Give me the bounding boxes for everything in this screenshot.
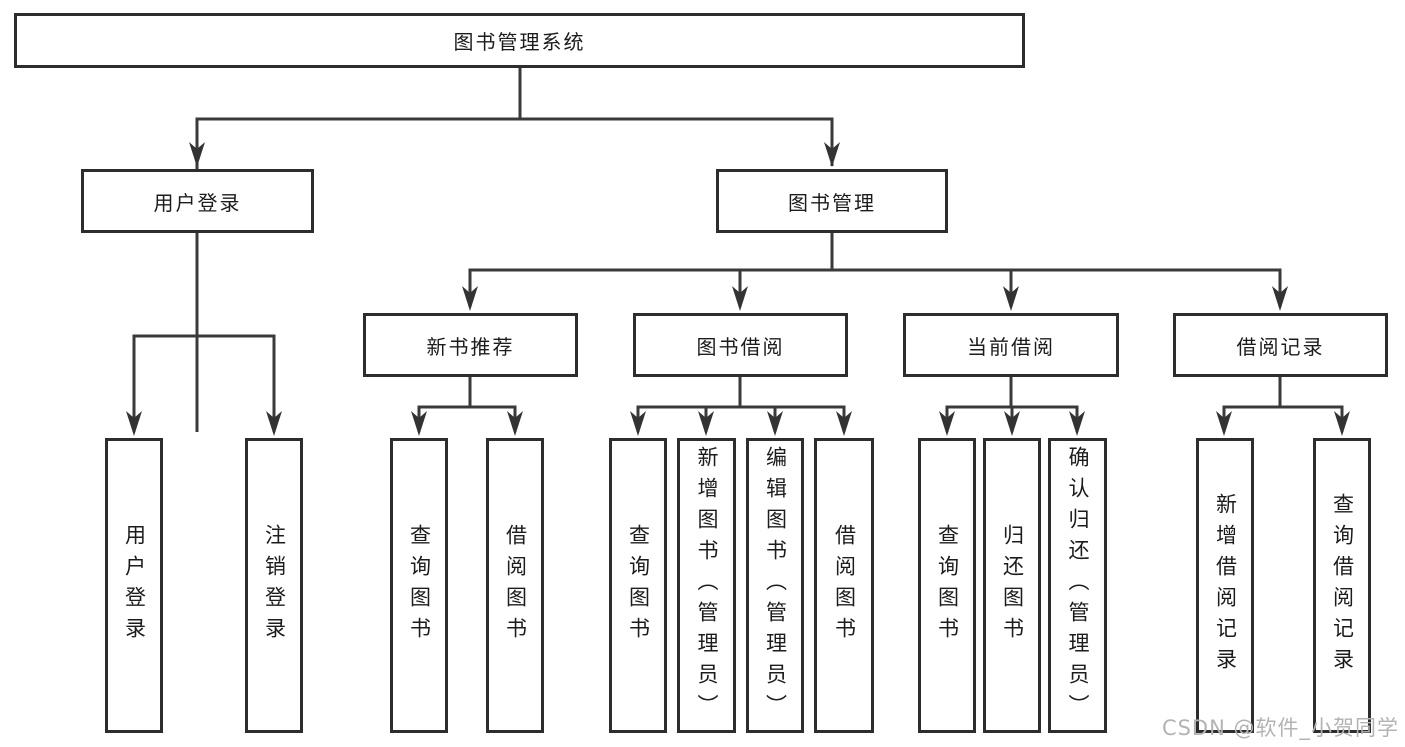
node-borrow-records-label: 借阅记录 [1236,334,1325,359]
node-root-label: 图书管理系统 [453,30,586,54]
connector-book-mgmt [468,233,1282,307]
node-leaf-cb-query-book: 查询图书 [918,438,976,733]
arrow-icon [411,411,427,436]
node-leaf-logout-label: 注销登录 [262,523,287,648]
node-leaf-user-login-label: 用户登录 [122,523,147,648]
node-book-mgmt-label: 图书管理 [788,190,876,215]
node-borrow-records: 借阅记录 [1173,313,1388,377]
arrow-icon [507,411,523,436]
node-leaf-bb-borrow-book: 借阅图书 [814,438,874,733]
arrow-icon [939,411,955,436]
node-leaf-bb-add-book: 新增图书（管理员） [677,438,736,733]
node-leaf-nb-borrow-book: 借阅图书 [486,438,544,733]
node-new-book-rec-label: 新书推荐 [426,334,515,359]
arrow-icon [189,142,205,167]
arrow-icon [1003,286,1019,311]
node-root: 图书管理系统 [14,13,1025,68]
node-leaf-nb-query-book-label: 查询图书 [407,523,432,648]
arrowheads [126,142,1350,436]
node-user-login: 用户登录 [81,169,314,233]
node-leaf-cb-confirm-return: 确认归还（管理员） [1048,438,1107,733]
node-user-login-label: 用户登录 [153,190,242,215]
node-leaf-nb-query-book: 查询图书 [390,438,448,733]
arrow-icon [1272,286,1288,311]
node-leaf-cb-query-book-label: 查询图书 [935,523,960,648]
arrow-icon [462,286,478,311]
node-leaf-cb-confirm-return-label: 确认归还（管理员） [1066,446,1090,725]
node-leaf-nb-borrow-book-label: 借阅图书 [503,523,528,648]
node-leaf-cb-return-book-label: 归还图书 [1000,523,1025,648]
node-leaf-br-add-record-label: 新增借阅记录 [1213,492,1238,679]
node-leaf-bb-edit-book: 编辑图书（管理员） [746,438,804,733]
arrow-icon [266,411,282,436]
node-leaf-br-query-record-label: 查询借阅记录 [1330,492,1355,679]
node-leaf-logout: 注销登录 [245,438,303,733]
arrow-icon [126,411,142,436]
arrow-icon [767,411,783,436]
node-current-borrow: 当前借阅 [903,313,1119,377]
node-book-borrow-label: 图书借阅 [696,334,785,359]
arrow-icon [732,286,748,311]
node-leaf-br-add-record: 新增借阅记录 [1196,438,1254,733]
arrow-icon [1334,411,1350,436]
arrow-icon [630,411,646,436]
node-leaf-bb-query-book-label: 查询图书 [626,523,651,648]
node-leaf-bb-query-book: 查询图书 [609,438,667,733]
node-leaf-bb-borrow-book-label: 借阅图书 [832,523,857,648]
arrow-icon [1069,411,1085,436]
node-new-book-rec: 新书推荐 [363,313,578,377]
node-current-borrow-label: 当前借阅 [967,334,1055,359]
connector-book-borrow [636,377,846,432]
arrow-icon [824,142,840,167]
connector-user-login [132,233,276,432]
connector-paths [132,68,1344,432]
node-leaf-user-login: 用户登录 [105,438,163,733]
arrow-icon [836,411,852,436]
arrow-icon [1004,411,1020,436]
connector-borrow-records [1222,377,1344,432]
node-leaf-br-query-record: 查询借阅记录 [1313,438,1371,733]
node-leaf-cb-return-book: 归还图书 [983,438,1041,733]
connector-root [195,68,834,432]
node-book-mgmt: 图书管理 [716,169,948,233]
arrow-icon [698,411,714,436]
watermark: CSDN @软件_小贺同学 [1161,716,1399,740]
node-leaf-bb-add-book-label: 新增图书（管理员） [695,446,719,725]
node-leaf-bb-edit-book-label: 编辑图书（管理员） [763,446,788,725]
node-book-borrow: 图书借阅 [633,313,848,377]
arrow-icon [1216,411,1232,436]
connector-new-book-rec [417,377,517,432]
